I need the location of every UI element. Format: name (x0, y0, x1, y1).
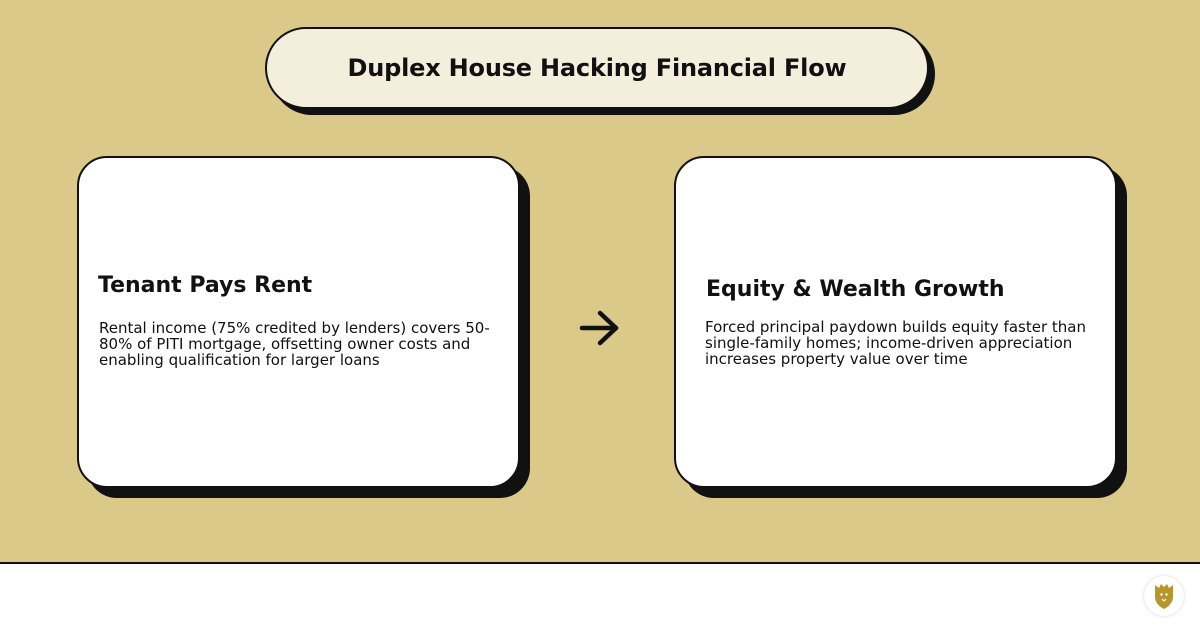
diagram-title: Duplex House Hacking Financial Flow (347, 54, 847, 82)
right-arrow-icon (578, 308, 622, 348)
card-description: Rental income (75% credited by lenders) … (99, 319, 490, 369)
diagram-canvas: Duplex House Hacking Financial Flow Tena… (0, 0, 1200, 564)
card-heading: Equity & Wealth Growth (706, 277, 1005, 302)
title-banner: Duplex House Hacking Financial Flow (265, 27, 929, 109)
card-description: Forced principal paydown builds equity f… (705, 318, 1086, 368)
card-equity-wealth-growth: Equity & Wealth Growth Forced principal … (674, 156, 1117, 488)
card-tenant-pays-rent: Tenant Pays Rent Rental income (75% cred… (77, 156, 520, 488)
footer-bar (0, 564, 1200, 630)
lion-shield-icon (1144, 576, 1184, 616)
card-heading: Tenant Pays Rent (98, 273, 313, 298)
